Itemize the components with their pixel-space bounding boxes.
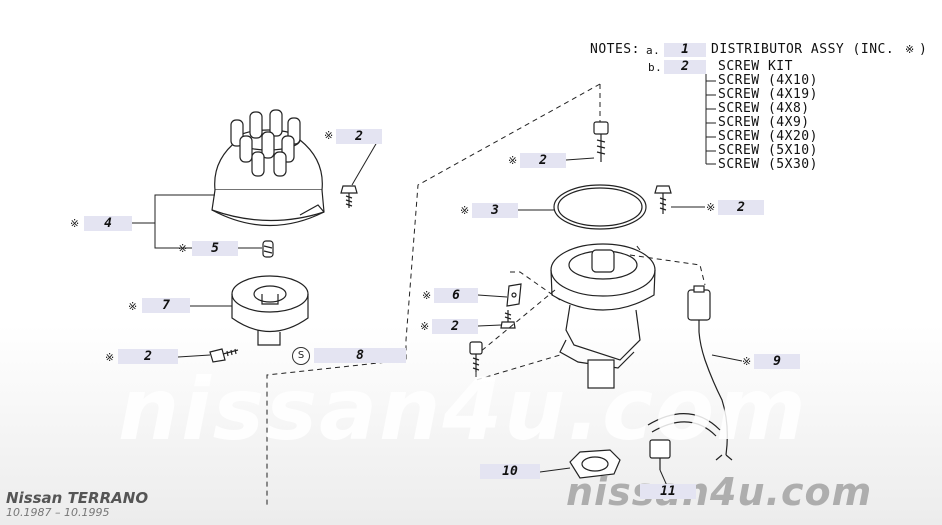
callout-5-carbon-point[interactable]: 5 xyxy=(192,241,238,256)
screw-kit-item: SCREW (5X30) xyxy=(718,157,818,172)
callout-2-top-screw[interactable]: 2 xyxy=(520,153,566,168)
callout-11-clamp[interactable]: 11 xyxy=(640,484,696,499)
top-screw-drawing xyxy=(593,121,609,162)
carbon-point-drawing xyxy=(262,240,274,258)
rotor-head-drawing xyxy=(231,275,309,346)
s-symbol: S xyxy=(292,347,310,365)
rotor-screw-drawing xyxy=(209,348,239,363)
star-marker: ※ xyxy=(460,204,470,217)
bracket-drawing xyxy=(506,283,522,307)
cap-screw-drawing xyxy=(340,185,358,208)
star-marker: ※ xyxy=(70,217,80,230)
star-marker: ※ xyxy=(324,129,334,142)
star-marker: ※ xyxy=(128,300,138,313)
callout-2-cap-screw[interactable]: 2 xyxy=(336,129,382,144)
callout-4-distributor-cap[interactable]: 4 xyxy=(84,216,132,231)
callout-2-mid-screw[interactable]: 2 xyxy=(432,319,478,334)
callout-10-gasket[interactable]: 10 xyxy=(480,464,540,479)
gasket-drawing xyxy=(569,449,621,479)
star-marker: ※ xyxy=(508,154,518,167)
notes-b-text: SCREW KIT xyxy=(718,59,793,74)
callout-6-bracket[interactable]: 6 xyxy=(434,288,478,303)
callout-8-distributor-body[interactable]: 8 xyxy=(314,348,406,363)
lower-screw-drawing xyxy=(469,341,483,372)
star-marker: ※ xyxy=(178,242,188,255)
screw-kit-item: SCREW (5X10) xyxy=(718,143,818,158)
o-ring-drawing xyxy=(553,184,647,230)
star-marker: ※ xyxy=(742,355,752,368)
screw-kit-item: SCREW (4X8) xyxy=(718,101,810,116)
watermark-small: nissan4u.com xyxy=(566,470,873,514)
notes-a-star: ※ xyxy=(905,43,915,56)
model-years: 10.1987 – 10.1995 xyxy=(6,506,110,519)
notes-a-marker: a. xyxy=(646,44,661,57)
clamp-drawing xyxy=(647,413,721,470)
harness-drawing xyxy=(687,285,733,461)
screw-kit-item: SCREW (4X20) xyxy=(718,129,818,144)
callout-7-rotor-head[interactable]: 7 xyxy=(142,298,190,313)
callout-2-rotor-screw[interactable]: 2 xyxy=(118,349,178,364)
screw-kit-item: SCREW (4X19) xyxy=(718,87,818,102)
screw-kit-item: SCREW (4X9) xyxy=(718,115,810,130)
callout-2-right-screw[interactable]: 2 xyxy=(718,200,764,215)
distributor-cap-drawing xyxy=(211,109,325,227)
star-marker: ※ xyxy=(706,201,716,214)
notes-a-suffix: ) xyxy=(919,42,928,57)
model-name: Nissan TERRANO xyxy=(6,489,149,507)
notes-b-ref: 2 xyxy=(664,60,706,74)
notes-b-marker: b. xyxy=(648,61,663,74)
notes-a-text: DISTRIBUTOR ASSY (INC. xyxy=(711,42,895,57)
watermark-large: nissan4u.com xyxy=(118,360,808,460)
screw-kit-item: SCREW (4X10) xyxy=(718,73,818,88)
right-screw-drawing xyxy=(654,185,672,214)
callout-9-harness[interactable]: 9 xyxy=(754,354,800,369)
callout-3-o-ring[interactable]: 3 xyxy=(472,203,518,218)
notes-heading: NOTES: xyxy=(590,42,640,57)
star-marker: ※ xyxy=(420,320,430,333)
star-marker: ※ xyxy=(422,289,432,302)
star-marker: ※ xyxy=(105,351,115,364)
notes-a-ref: 1 xyxy=(664,43,706,57)
